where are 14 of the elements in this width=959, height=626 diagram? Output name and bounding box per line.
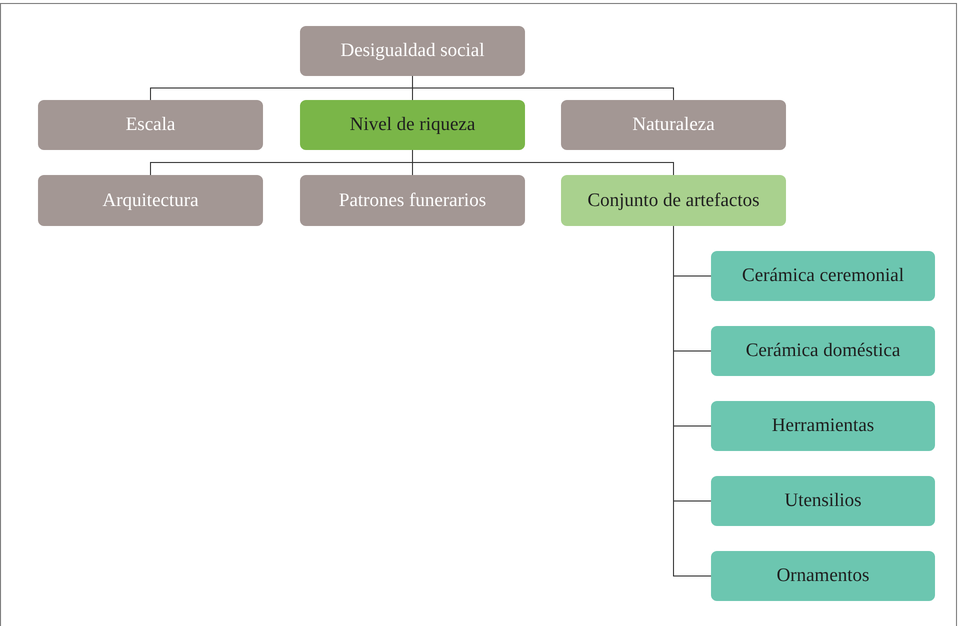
- category-box: Herramientas: [711, 401, 935, 451]
- category-box: Naturaleza: [561, 100, 786, 150]
- category-box: Desigualdad social: [300, 26, 525, 76]
- category-box: Ornamentos: [711, 551, 935, 601]
- category-box: Utensilios: [711, 476, 935, 526]
- category-box: Patrones funerarios: [300, 175, 525, 226]
- category-box: Nivel de riqueza: [300, 100, 525, 150]
- category-box: Conjunto de artefactos: [561, 175, 786, 226]
- category-box: Cerámica ceremonial: [711, 251, 935, 301]
- connector-line: [412, 76, 674, 100]
- category-box: Arquitectura: [38, 175, 263, 226]
- category-box: Cerámica doméstica: [711, 326, 935, 376]
- connector-line: [412, 150, 674, 176]
- category-box: Escala: [38, 100, 263, 150]
